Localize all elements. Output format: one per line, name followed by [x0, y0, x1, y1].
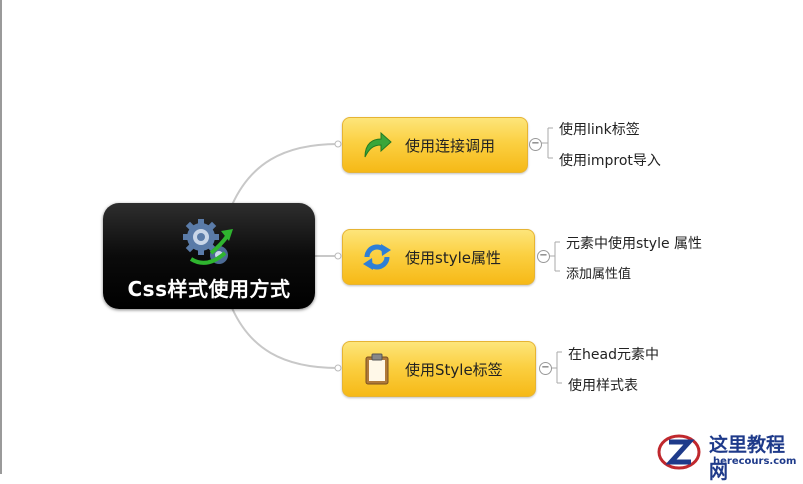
root-title: Css样式使用方式 [127, 277, 291, 301]
connector-lines [231, 127, 562, 384]
connector-root-branch-3 [231, 307, 339, 369]
logo-badge-icon [657, 434, 701, 470]
connector-dot-2 [334, 252, 342, 260]
connector-root-branch-1 [231, 143, 339, 206]
leaf-bracket-1 [541, 127, 553, 159]
watermark-url: herecours.com [713, 456, 797, 467]
watermark-logo: 这里教程网 herecours.com [655, 428, 803, 483]
green-arrow-icon [364, 131, 392, 158]
branch-node-2[interactable]: 使用style属性 [342, 229, 535, 285]
connector-dot-1 [334, 140, 342, 148]
branch-node-1[interactable]: 使用连接调用 [342, 117, 528, 173]
branch-label-2: 使用style属性 [405, 249, 501, 267]
collapse-toggle-1[interactable]: − [529, 138, 542, 151]
leaf-2-2[interactable]: 添加属性值 [566, 267, 632, 282]
leaf-bracket-2 [549, 241, 560, 272]
root-node[interactable]: Css样式使用方式 [103, 203, 315, 309]
branch-label-1: 使用连接调用 [405, 137, 496, 155]
clipboard-icon [365, 353, 389, 385]
leaf-3-1[interactable]: 在head元素中 [568, 347, 659, 363]
refresh-arrows-icon [363, 244, 391, 270]
branch-node-3[interactable]: 使用Style标签 [342, 341, 536, 397]
left-border [0, 0, 2, 474]
branch-label-3: 使用Style标签 [405, 361, 503, 379]
connector-dot-3 [334, 364, 342, 372]
gears-arrow-icon [183, 219, 233, 265]
leaf-3-2[interactable]: 使用样式表 [568, 378, 638, 394]
collapse-toggle-2[interactable]: − [537, 250, 550, 263]
leaf-1-2[interactable]: 使用improt导入 [559, 153, 661, 169]
leaf-2-1[interactable]: 元素中使用style 属性 [566, 236, 703, 252]
leaf-1-1[interactable]: 使用link标签 [559, 122, 640, 138]
leaf-bracket-3 [550, 351, 562, 384]
collapse-toggle-3[interactable]: − [539, 362, 552, 375]
